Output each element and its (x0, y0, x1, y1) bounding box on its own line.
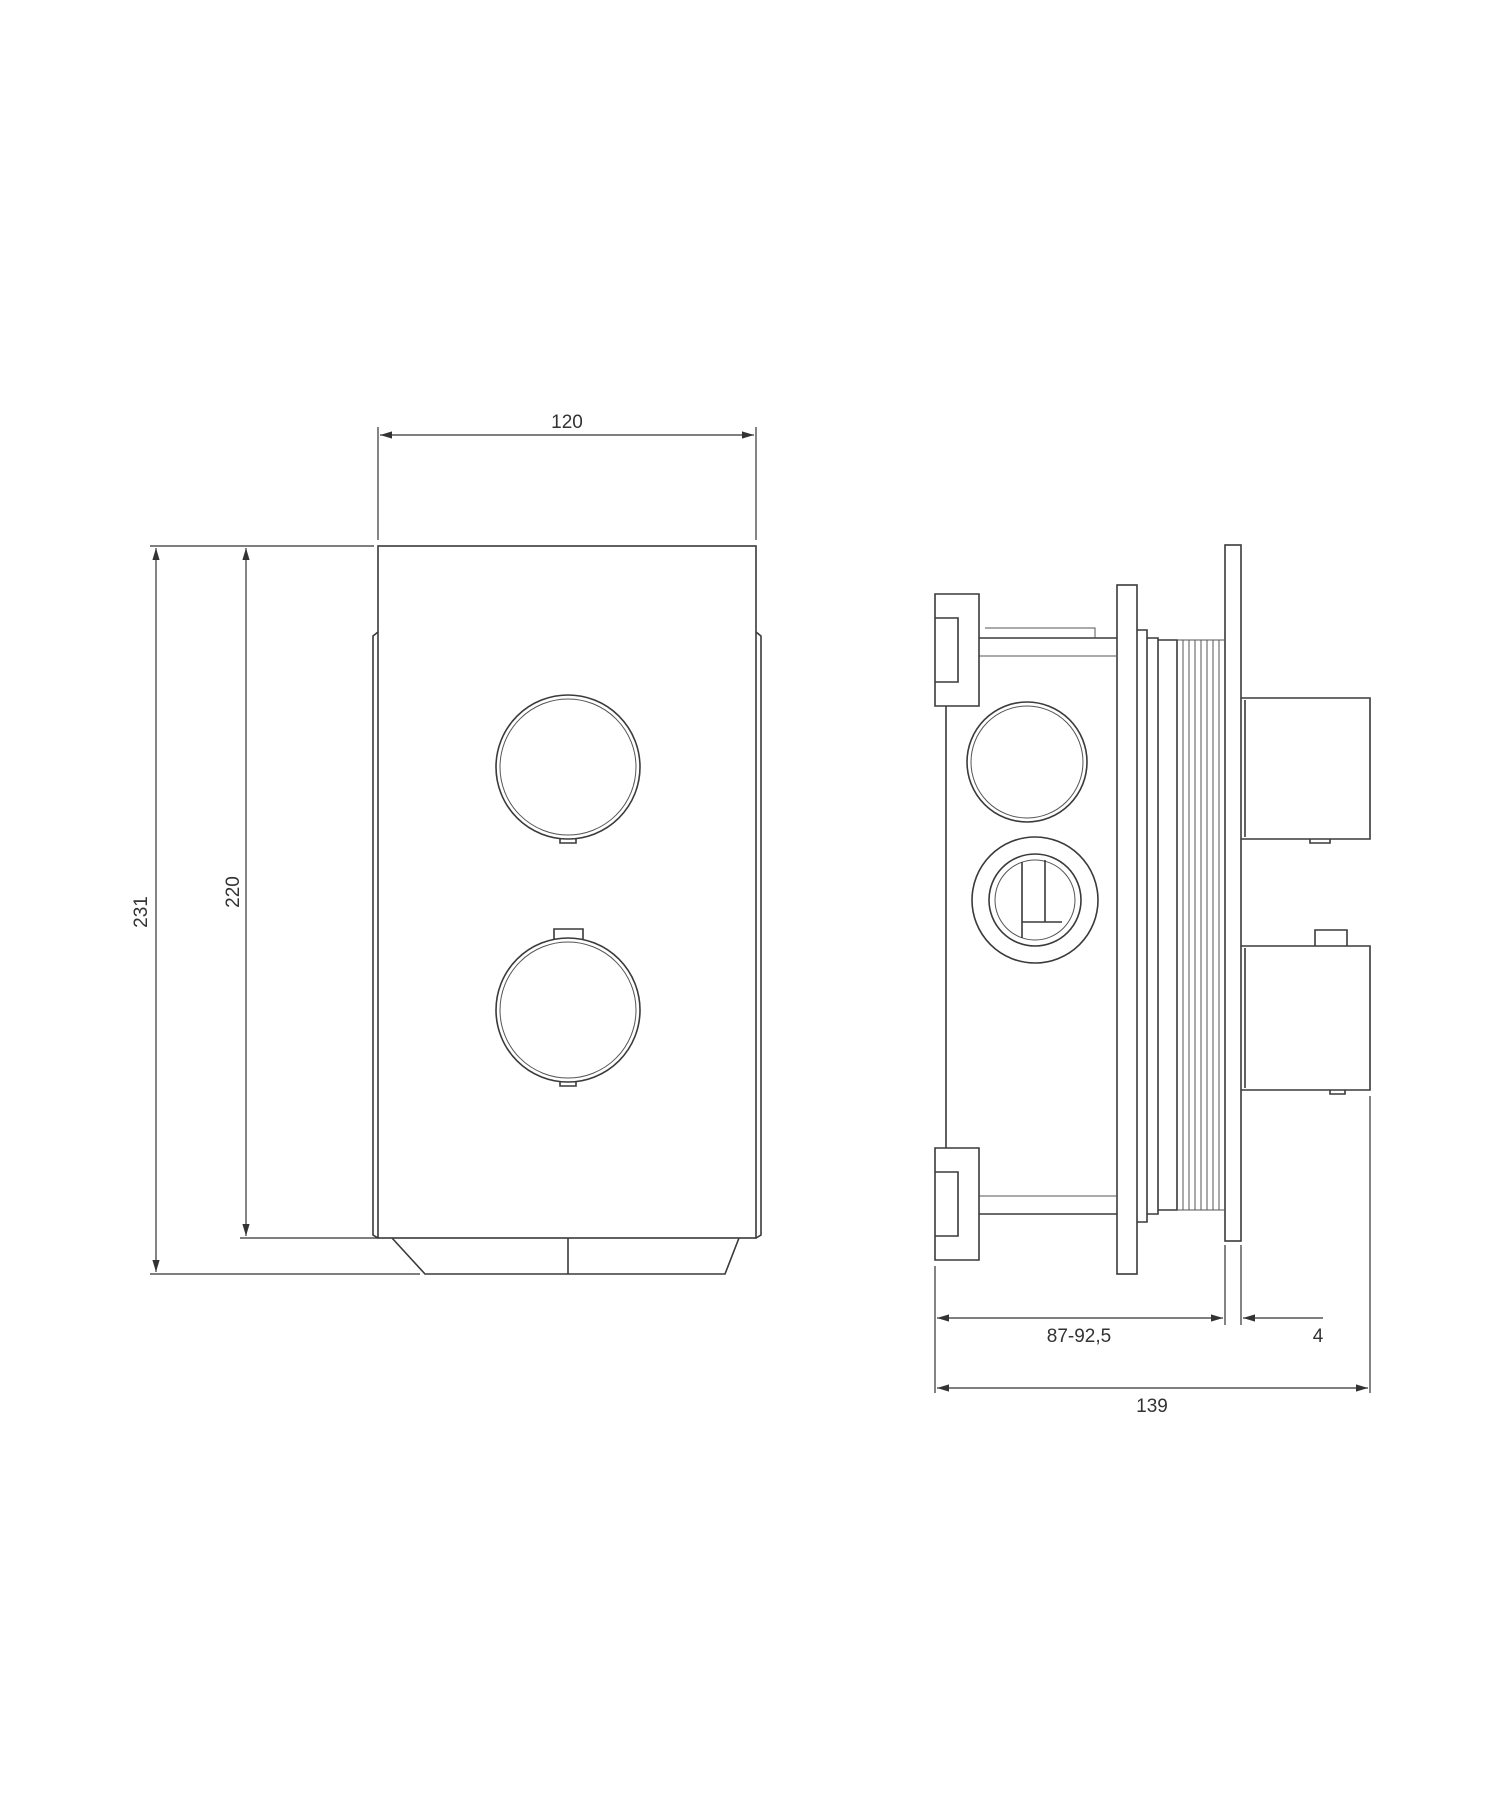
bottom-fitting (934, 1147, 980, 1261)
plate-side-edges (372, 631, 762, 1239)
top-knob (495, 694, 641, 840)
front-view: 120 231 220 (131, 412, 762, 1275)
dimension-width-label: 120 (551, 412, 583, 433)
inlet-fitting (971, 836, 1099, 964)
dimension-total-height-label: 231 (131, 896, 152, 928)
outlet-hole (966, 701, 1088, 823)
dimension-box-depth-label: 87-92,5 (1047, 1326, 1111, 1347)
thread (1177, 639, 1225, 1211)
side-view: 87-92,5 4 139 (934, 544, 1371, 1417)
bottom-knob (495, 937, 641, 1083)
rings (1137, 629, 1178, 1223)
top-fitting (934, 593, 980, 707)
dimension-plate-height-label: 220 (223, 876, 244, 908)
top-knob-side (1241, 697, 1371, 844)
mounting-frame (1116, 584, 1138, 1275)
extension-lines (377, 427, 757, 540)
bottom-knob-side (1241, 929, 1371, 1095)
top-knob-marker (559, 839, 577, 844)
wall-plate (1224, 544, 1242, 1242)
dimension-total-depth-label: 139 (1136, 1396, 1168, 1417)
box-body (945, 637, 1117, 1215)
bottom-knob-tab (553, 928, 584, 939)
dimension-plate-thickness-label: 4 (1313, 1326, 1324, 1347)
cover-plate (377, 545, 757, 1239)
plate-bottom-bevel (391, 1237, 740, 1275)
